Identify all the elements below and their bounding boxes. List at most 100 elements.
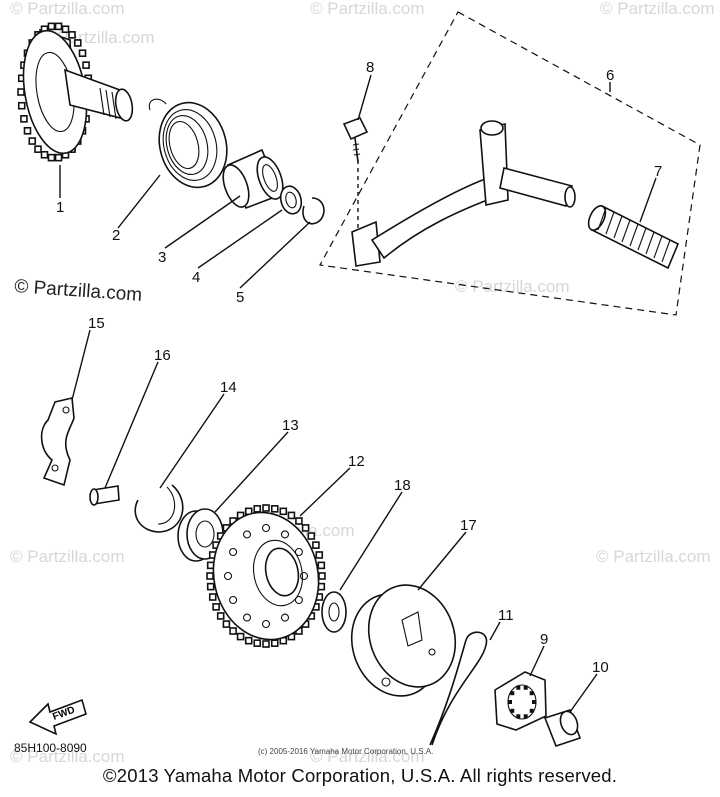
callout-15: 15 — [88, 315, 105, 332]
gear-tooth — [295, 517, 303, 525]
watermark-partzilla: © Partzilla.com — [600, 0, 715, 18]
part-bushing — [222, 148, 284, 210]
gear-tooth — [318, 572, 326, 580]
gear-tooth — [253, 505, 262, 513]
pinion-tooth — [516, 714, 521, 719]
gear-tooth — [262, 504, 270, 512]
watermark-partzilla: © Partzilla.com — [596, 547, 711, 566]
pinion-tooth — [510, 691, 515, 696]
callout-5: 5 — [236, 289, 244, 306]
gear-tooth — [73, 39, 82, 47]
callout-17: 17 — [460, 517, 477, 534]
copyright-notice: ©2013 Yamaha Motor Corporation, U.S.A. A… — [102, 765, 618, 786]
gear-tooth — [206, 572, 214, 580]
gear-tooth — [307, 532, 316, 540]
gear-hole — [229, 595, 238, 605]
gear-tooth — [279, 507, 288, 516]
gear-tooth — [312, 541, 320, 549]
part-grip — [587, 204, 680, 270]
part-screw — [89, 485, 120, 506]
part-kick-gear — [17, 22, 134, 162]
part-bolt — [342, 116, 369, 163]
gear-tooth — [68, 31, 76, 39]
gear-tooth — [78, 49, 87, 58]
callout-8: 8 — [366, 59, 374, 76]
gear-tooth — [23, 126, 32, 135]
pinion-tooth — [510, 708, 515, 713]
grip-rib — [605, 211, 615, 235]
part-spring — [148, 98, 228, 189]
gear-tooth — [287, 511, 296, 520]
callout-18: 18 — [394, 477, 411, 494]
gear-tooth — [47, 22, 56, 31]
gear-tooth — [28, 137, 37, 145]
pinion-tooth — [529, 691, 534, 696]
gear-tooth — [253, 639, 262, 647]
gear-tooth — [270, 639, 279, 647]
part-bracket — [40, 397, 75, 487]
gear-tooth — [61, 25, 70, 34]
watermark-partzilla: © Partzilla.com — [455, 277, 570, 296]
gear-tooth — [20, 115, 28, 123]
gear-tooth — [317, 561, 326, 570]
part-circlip — [302, 197, 325, 225]
gear-tooth — [222, 620, 231, 628]
gear-tooth — [262, 640, 270, 648]
gear-tooth — [236, 632, 245, 641]
callout-2: 2 — [112, 227, 120, 244]
gear-tooth — [229, 627, 237, 635]
pinion-tooth — [523, 714, 528, 719]
gear-tooth — [216, 612, 225, 620]
forward-arrow-icon: FWD — [28, 698, 87, 736]
gear-tooth — [208, 593, 217, 601]
grip-rib — [597, 207, 607, 231]
diagram-code: 85H100-8090 — [14, 741, 87, 755]
watermark-partzilla: © Partzilla.com — [310, 0, 425, 18]
grip-rib — [629, 223, 639, 247]
part-spring-clip — [429, 631, 488, 746]
gear-hole — [261, 619, 271, 629]
gear-hole — [261, 523, 271, 533]
part-circlip-large — [134, 484, 184, 533]
callout-11: 11 — [498, 607, 514, 624]
callout-1: 1 — [56, 199, 64, 216]
part-kick-arm — [351, 120, 576, 267]
gear-tooth — [244, 636, 253, 645]
gear-hole — [299, 571, 309, 581]
pinion-tooth — [529, 708, 534, 713]
part-washer-18 — [321, 591, 347, 633]
watermark-partzilla-dark: © Partzilla.com — [14, 276, 143, 306]
callout-3: 3 — [158, 249, 166, 266]
gear-tooth — [47, 153, 56, 162]
part-pinion — [494, 671, 547, 731]
part-washer — [279, 185, 303, 215]
pinion-tooth — [523, 685, 528, 690]
gear-tooth — [54, 22, 63, 31]
leader-lines — [59, 74, 657, 713]
gear-tooth — [212, 603, 220, 611]
gear-tooth — [54, 153, 63, 162]
gear-tooth — [301, 524, 310, 532]
grip-rib — [645, 231, 655, 255]
callout-9: 9 — [540, 631, 548, 648]
callout-14: 14 — [220, 379, 237, 396]
part-collar — [543, 709, 582, 747]
callout-12: 12 — [348, 453, 365, 470]
pinion-tooth — [532, 700, 536, 704]
gear-tooth — [17, 88, 25, 96]
grip-rib — [621, 219, 631, 243]
gear-hole — [280, 530, 290, 539]
gear-tooth — [40, 150, 49, 159]
small-copyright: (c) 2005-2016 Yamaha Motor Corporation, … — [258, 747, 433, 756]
gear-hole — [294, 595, 303, 605]
part-housing — [350, 584, 457, 697]
gear-hole — [294, 547, 303, 557]
gear-hole — [242, 530, 252, 539]
watermark-partzilla: © Partzilla.com — [10, 747, 125, 766]
gear-tooth — [206, 582, 215, 591]
gear-tooth — [315, 551, 324, 559]
part-large-gear — [206, 504, 326, 648]
grip-rib — [613, 215, 623, 239]
watermark-partzilla: © Partzilla.com — [10, 547, 125, 566]
